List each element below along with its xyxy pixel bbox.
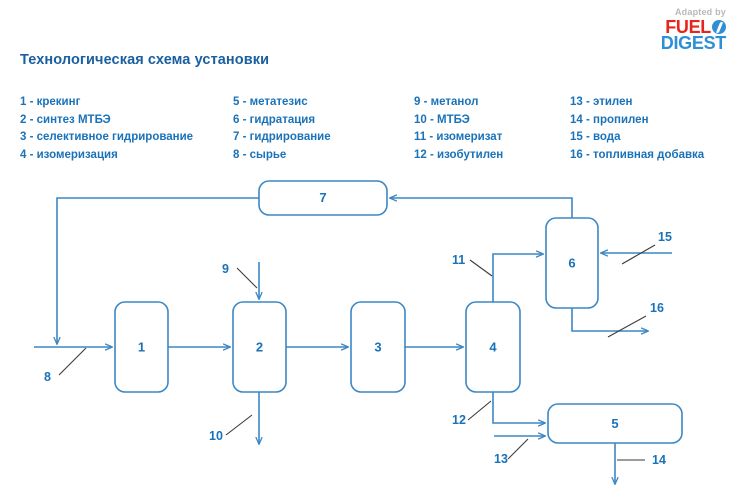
- unit-label-7: 7: [319, 190, 326, 205]
- leader-line-16: [607, 315, 647, 338]
- flow-path-isomerizate-to-unit6: [492, 254, 543, 302]
- unit-label-4: 4: [489, 339, 497, 354]
- unit-box-7[interactable]: [258, 180, 388, 216]
- leader-line-15: [621, 244, 656, 265]
- stream-label-15: 15: [658, 230, 672, 244]
- unit-box-2[interactable]: [232, 301, 287, 393]
- stream-label-12: 12: [452, 413, 466, 427]
- legend-item: 9 - метанол: [414, 96, 479, 108]
- unit-label-3: 3: [374, 339, 381, 354]
- leader-line-9: [236, 267, 258, 289]
- leader-line-13: [507, 438, 529, 460]
- legend-item: 15 - вода: [570, 131, 621, 143]
- flow-diagram-canvas: 1 2 3 4 5 6 7 8 9 10 11 12: [34, 180, 683, 494]
- legend-column-4: 13 - этилен 14 - пропилен 15 - вода 16 -…: [570, 94, 704, 164]
- legend-item: 14 - пропилен: [570, 113, 649, 126]
- stream-label-9: 9: [222, 262, 229, 276]
- legend-item: 6 - гидратация: [233, 113, 316, 126]
- logo-fuel-row: FUEL: [661, 18, 726, 36]
- legend-item: 5 - метатезис: [233, 96, 308, 108]
- fuel-swirl-icon: [712, 20, 726, 34]
- legend-item: 8 - сырье: [233, 148, 287, 161]
- legend-item: 10 - МТБЭ: [414, 113, 470, 126]
- logo-adapted-by-text: Adapted by: [674, 7, 726, 17]
- legend-item: 1 - крекинг: [20, 96, 81, 108]
- flow-lines-group: [34, 198, 672, 484]
- flow-diagram: 1 2 3 4 5 6 7 8 9 10 11 12: [0, 168, 740, 494]
- leader-line-11: [469, 259, 493, 277]
- stream-label-16: 16: [650, 301, 664, 315]
- unit-box-6[interactable]: [545, 217, 599, 309]
- flow-path-unit6-to-unit7: [390, 198, 573, 218]
- fuel-digest-logo: Adapted by FUEL DIGEST: [660, 7, 727, 53]
- stream-label-8: 8: [44, 370, 51, 384]
- flow-path-additive-outlet: [571, 308, 648, 331]
- unit-label-2: 2: [256, 339, 263, 354]
- legend-item: 7 - гидрирование: [233, 131, 331, 143]
- stream-label-14: 14: [652, 453, 666, 467]
- unit-label-1: 1: [138, 339, 145, 354]
- unit-box-1[interactable]: [114, 301, 169, 393]
- legend-item: 12 - изобутилен: [414, 148, 504, 161]
- legend-item: 4 - изомеризация: [20, 148, 118, 161]
- legend-item: 16 - топливная добавка: [570, 148, 705, 161]
- legend-column-1: 1 - крекинг 2 - синтез МТБЭ 3 - селектив…: [20, 94, 193, 164]
- legend-item: 13 - этилен: [570, 96, 633, 108]
- unit-box-5[interactable]: [547, 403, 683, 444]
- legend-column-2: 5 - метатезис 6 - гидратация 7 - гидриро…: [233, 94, 331, 164]
- legend-item: 11 - изомеризат: [414, 131, 503, 143]
- unit-box-4[interactable]: [465, 301, 521, 393]
- stream-label-13: 13: [494, 452, 508, 466]
- flow-path-recycle-to-feed: [57, 197, 259, 344]
- logo-digest-text: DIGEST: [660, 33, 727, 53]
- leader-lines-group: [58, 244, 656, 461]
- page-title: Технологическая схема установки: [20, 52, 270, 68]
- unit-box-3[interactable]: [350, 301, 406, 393]
- leader-line-10: [225, 414, 253, 436]
- logo-fuel-text: FUEL: [665, 17, 711, 37]
- unit-boxes-group: 1 2 3 4 5 6 7: [114, 180, 683, 444]
- unit-label-5: 5: [611, 416, 618, 431]
- legend-column-3: 9 - метанол 10 - МТБЭ 11 - изомеризат 12…: [414, 94, 503, 164]
- stream-label-10: 10: [209, 429, 223, 443]
- legend-item: 2 - синтез МТБЭ: [20, 113, 111, 126]
- leader-line-8: [58, 347, 87, 376]
- flow-path-isobutylene-to-unit5: [492, 392, 545, 423]
- stream-label-11: 11: [452, 253, 465, 267]
- leader-line-12: [467, 400, 492, 421]
- stream-labels-group: 8 9 10 11 12 13 14 15 16: [44, 230, 672, 467]
- legend-item: 3 - селективное гидрирование: [20, 131, 194, 143]
- unit-label-6: 6: [568, 255, 575, 270]
